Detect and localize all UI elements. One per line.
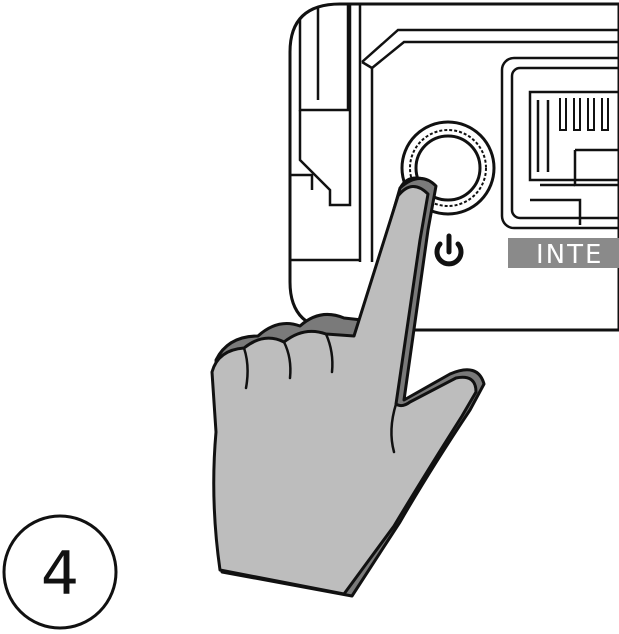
port-label-bg: [508, 238, 619, 268]
panel-bracket: [290, 4, 362, 262]
hand-details: [242, 176, 422, 454]
power-icon: [434, 233, 464, 267]
device-panel: INTE: [288, 2, 619, 332]
port-pins: [559, 98, 609, 131]
step-badge: 4: [2, 514, 118, 630]
hand-body: [210, 185, 478, 596]
ethernet-port: [500, 56, 619, 230]
recess-frame: [361, 28, 619, 262]
port-label: INTE: [536, 240, 603, 270]
step-number: 4: [41, 539, 79, 609]
pointing-hand-icon: [210, 176, 486, 598]
